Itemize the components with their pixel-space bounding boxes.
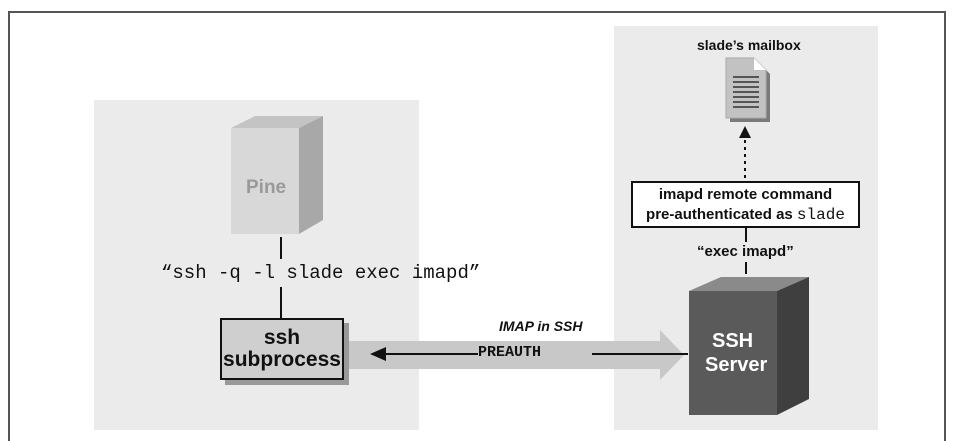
diagram-frame: [8, 11, 946, 441]
channel-arrow: [344, 330, 684, 380]
exec-imapd-label: “exec imapd”: [697, 243, 794, 260]
ssh-server-line2: Server: [705, 354, 768, 376]
ssh-server-line1: SSH: [712, 330, 754, 352]
mailbox-label: slade’s mailbox: [697, 37, 801, 53]
imapd-line2-prefix: pre-authenticated as: [646, 205, 797, 223]
connector-command-subprocess: [280, 287, 282, 318]
imapd-line1: imapd remote command: [658, 185, 833, 203]
ssh-subprocess-line2: subprocess: [223, 348, 341, 371]
ssh-subprocess-line1: ssh: [263, 326, 301, 349]
imapd-remote-command-box: imapd remote command pre-authenticated a…: [631, 181, 860, 228]
ssh-server-cube: [689, 277, 809, 415]
mailbox-dotted-arrow: [739, 126, 751, 181]
connector-exec-server: [745, 262, 747, 274]
mailbox-document-icon: [725, 57, 770, 122]
channel-label: IMAP in SSH: [499, 318, 583, 334]
ssh-command-label: “ssh -q -l slade exec imapd”: [161, 262, 481, 284]
preauth-arrow: [370, 347, 688, 361]
preauth-label: PREAUTH: [478, 344, 542, 361]
pine-label: Pine: [246, 177, 287, 198]
imapd-line2: pre-authenticated as slade: [646, 205, 845, 225]
ssh-subprocess-box: ssh subprocess: [220, 318, 344, 380]
imapd-user: slade: [796, 205, 845, 224]
pine-cube: [231, 116, 323, 234]
connector-imapd-exec: [745, 228, 747, 242]
connector-pine-command: [280, 237, 282, 259]
